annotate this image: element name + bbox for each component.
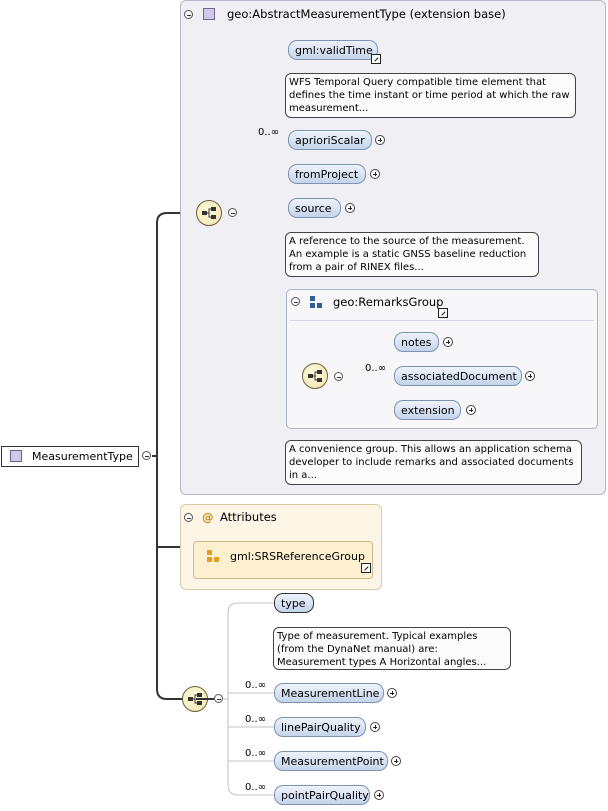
node-label: extension bbox=[401, 404, 455, 417]
expand-icon[interactable] bbox=[443, 337, 453, 347]
collapse-sequence-icon[interactable] bbox=[228, 208, 237, 217]
attributes-header: Attributes bbox=[220, 510, 277, 524]
occurrence-apriori: 0..∞ bbox=[258, 127, 280, 138]
node-label: linePairQuality bbox=[281, 721, 361, 734]
expand-icon[interactable] bbox=[345, 203, 355, 213]
extension-header: geo:AbstractMeasurementType (extension b… bbox=[227, 7, 506, 21]
reference-link-icon[interactable] bbox=[438, 308, 448, 318]
node-measurementpoint[interactable]: MeasurementPoint bbox=[274, 751, 388, 771]
validtime-annotation: WFS Temporal Query compatible time eleme… bbox=[285, 73, 576, 118]
node-label: notes bbox=[401, 336, 432, 349]
srs-reference-group-label: gml:SRSReferenceGroup bbox=[230, 550, 365, 563]
source-annotation: A reference to the source of the measure… bbox=[285, 232, 539, 277]
reference-link-icon[interactable] bbox=[371, 54, 381, 64]
collapse-root-icon[interactable] bbox=[142, 451, 151, 460]
occurrence-point-pair-quality: 0..∞ bbox=[245, 782, 267, 793]
node-label: source bbox=[295, 202, 332, 215]
expand-icon[interactable] bbox=[466, 405, 476, 415]
collapse-group-icon[interactable] bbox=[291, 297, 300, 306]
reference-link-icon[interactable] bbox=[361, 563, 371, 573]
attributes-at-icon: @ bbox=[202, 510, 214, 524]
node-pointpairquality[interactable]: pointPairQuality bbox=[274, 785, 370, 805]
node-notes[interactable]: notes bbox=[394, 332, 439, 352]
node-label: MeasurementPoint bbox=[281, 755, 384, 768]
node-extension[interactable]: extension bbox=[394, 400, 461, 420]
node-label: gml:validTime bbox=[295, 44, 373, 57]
occurrence-measurement-point: 0..∞ bbox=[245, 748, 267, 759]
collapse-extension-icon[interactable] bbox=[184, 10, 193, 19]
occurrence-measurement-line: 0..∞ bbox=[245, 680, 267, 691]
node-label: aprioriScalar bbox=[295, 134, 365, 147]
node-source[interactable]: source bbox=[288, 198, 341, 218]
node-fromproject[interactable]: fromProject bbox=[288, 164, 366, 184]
node-linepairquality[interactable]: linePairQuality bbox=[274, 717, 366, 737]
node-label: fromProject bbox=[295, 168, 359, 181]
node-label: associatedDocument bbox=[401, 370, 517, 383]
node-label: MeasurementLine bbox=[281, 687, 380, 700]
collapse-attributes-icon[interactable] bbox=[184, 513, 193, 522]
sequence-compositor-icon[interactable] bbox=[302, 363, 328, 389]
node-aprioriscalar[interactable]: aprioriScalar bbox=[288, 130, 372, 150]
node-type[interactable]: type bbox=[274, 593, 314, 613]
header-divider bbox=[290, 320, 594, 321]
expand-icon[interactable] bbox=[525, 371, 535, 381]
occurrence-associated-document: 0..∞ bbox=[365, 363, 387, 374]
node-gml-validtime[interactable]: gml:validTime bbox=[288, 40, 378, 60]
node-associateddocument[interactable]: associatedDocument bbox=[394, 366, 522, 386]
complex-type-icon bbox=[203, 8, 215, 20]
occurrence-line-pair-quality: 0..∞ bbox=[245, 714, 267, 725]
expand-icon[interactable] bbox=[370, 722, 380, 732]
group-icon bbox=[310, 296, 322, 308]
attribute-group-box[interactable] bbox=[193, 541, 373, 579]
collapse-sequence-icon[interactable] bbox=[334, 372, 343, 381]
type-annotation: Type of measurement. Typical examples (f… bbox=[273, 627, 511, 670]
expand-icon[interactable] bbox=[375, 135, 385, 145]
node-measurementline[interactable]: MeasurementLine bbox=[274, 683, 384, 703]
remarks-group-annotation: A convenience group. This allows an appl… bbox=[285, 440, 582, 485]
remarks-group-header: geo:RemarksGroup bbox=[333, 295, 444, 309]
expand-icon[interactable] bbox=[387, 688, 397, 698]
collapse-sequence-icon[interactable] bbox=[214, 694, 223, 703]
root-label: MeasurementType bbox=[32, 450, 133, 463]
sequence-compositor-icon[interactable] bbox=[196, 200, 222, 226]
root-element-measurementtype[interactable]: MeasurementType bbox=[1, 446, 139, 467]
expand-icon[interactable] bbox=[370, 169, 380, 179]
complex-type-icon bbox=[10, 450, 22, 462]
attribute-group-icon bbox=[207, 550, 219, 562]
expand-icon[interactable] bbox=[391, 756, 401, 766]
node-label: type bbox=[281, 597, 306, 610]
expand-icon[interactable] bbox=[374, 790, 384, 800]
node-label: pointPairQuality bbox=[281, 789, 369, 802]
